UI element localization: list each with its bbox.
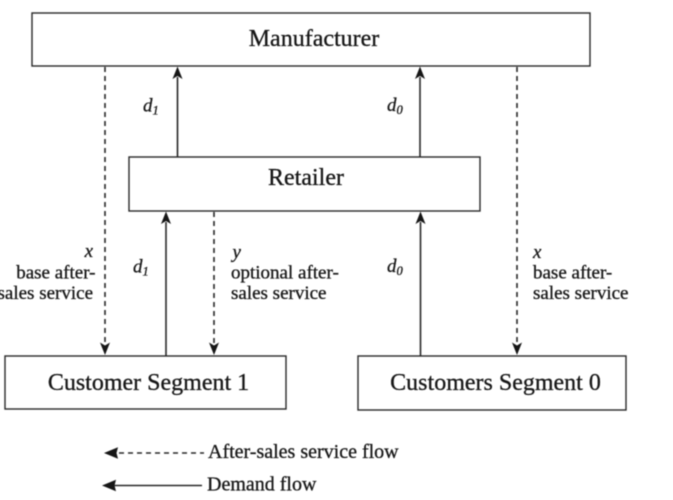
- svg-text:base after-: base after-: [16, 263, 95, 284]
- svg-text:x: x: [532, 242, 542, 263]
- svg-text:Manufacturer: Manufacturer: [249, 26, 380, 52]
- svg-text:Retailer: Retailer: [268, 165, 344, 191]
- svg-text:After-sales service flow: After-sales service flow: [208, 441, 399, 463]
- svg-text:x: x: [84, 241, 94, 262]
- svg-text:Customer Segment 1: Customer Segment 1: [48, 370, 249, 396]
- svg-text:sales service: sales service: [231, 283, 326, 304]
- svg-text:sales service: sales service: [533, 283, 628, 304]
- svg-text:Customers Segment 0: Customers Segment 0: [390, 370, 601, 396]
- svg-text:y: y: [231, 242, 242, 263]
- svg-text:sales service: sales service: [0, 283, 93, 304]
- svg-text:Demand flow: Demand flow: [207, 474, 317, 496]
- svg-text:base after-: base after-: [533, 263, 612, 284]
- svg-text:optional after-: optional after-: [231, 263, 339, 284]
